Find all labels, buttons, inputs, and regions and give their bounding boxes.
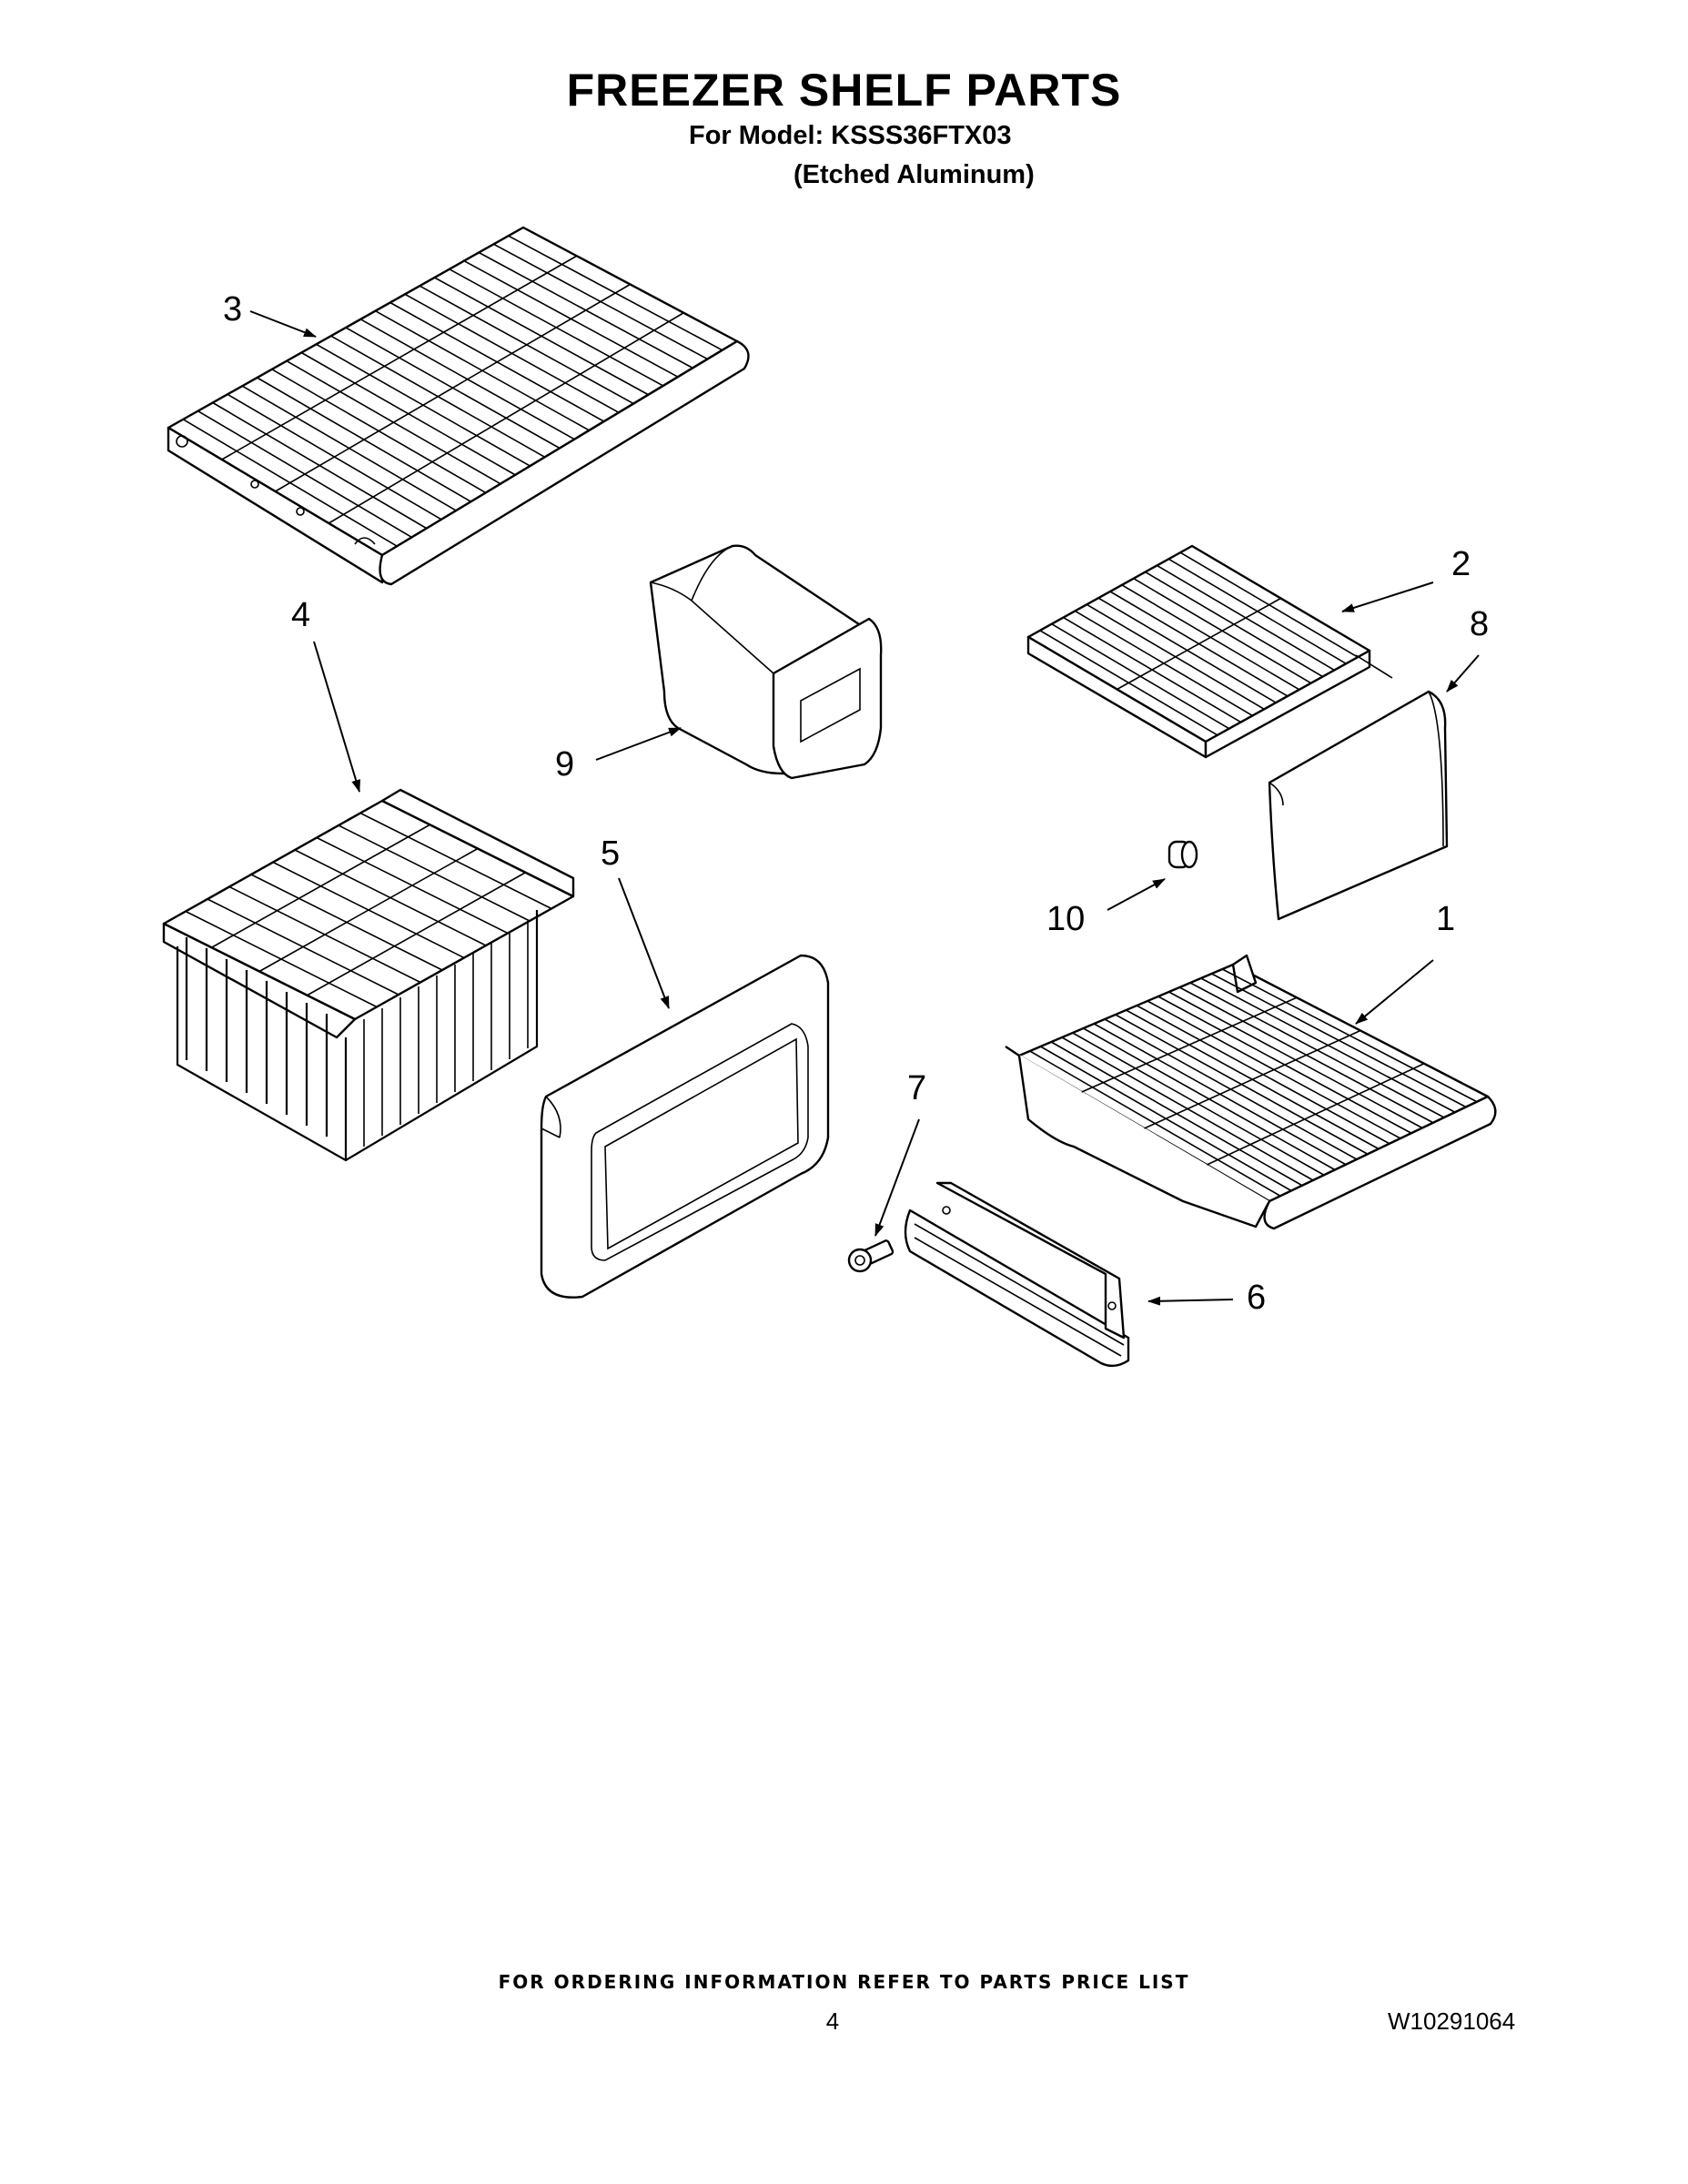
callout-leaders (249, 310, 1480, 1306)
part-6-trim-rail (904, 1181, 1130, 1368)
part-1-wire-shelf (1005, 954, 1497, 1230)
document-number: W10291064 (1388, 2007, 1516, 2035)
callout-2: 2 (1451, 545, 1471, 583)
callout-9: 9 (555, 745, 574, 784)
part-8-shelf-trim (1268, 654, 1449, 921)
finish-line: (Etched Aluminum) (793, 160, 1035, 189)
callout-3: 3 (223, 290, 242, 329)
callout-1: 1 (1436, 900, 1455, 938)
part-3-wire-shelf (167, 226, 750, 586)
part-9-storage-bin (649, 544, 883, 780)
ordering-note: FOR ORDERING INFORMATION REFER TO PARTS … (498, 1971, 1190, 1993)
callout-10: 10 (1046, 900, 1085, 938)
callout-4: 4 (291, 596, 310, 634)
part-10-bumper (1167, 840, 1198, 869)
part-5-drawer-front (540, 954, 830, 1299)
part-2-wire-shelf (1026, 544, 1371, 759)
part-4-wire-basket (162, 788, 575, 1162)
callout-7: 7 (907, 1069, 926, 1107)
page-title: FREEZER SHELF PARTS (566, 65, 1122, 116)
part-7-screw (847, 1239, 895, 1273)
page-number: 4 (825, 2007, 840, 2035)
callout-6: 6 (1247, 1279, 1266, 1317)
model-line: For Model: KSSS36FTX03 (689, 121, 1012, 150)
callout-5: 5 (601, 834, 620, 873)
callout-8: 8 (1470, 605, 1489, 643)
